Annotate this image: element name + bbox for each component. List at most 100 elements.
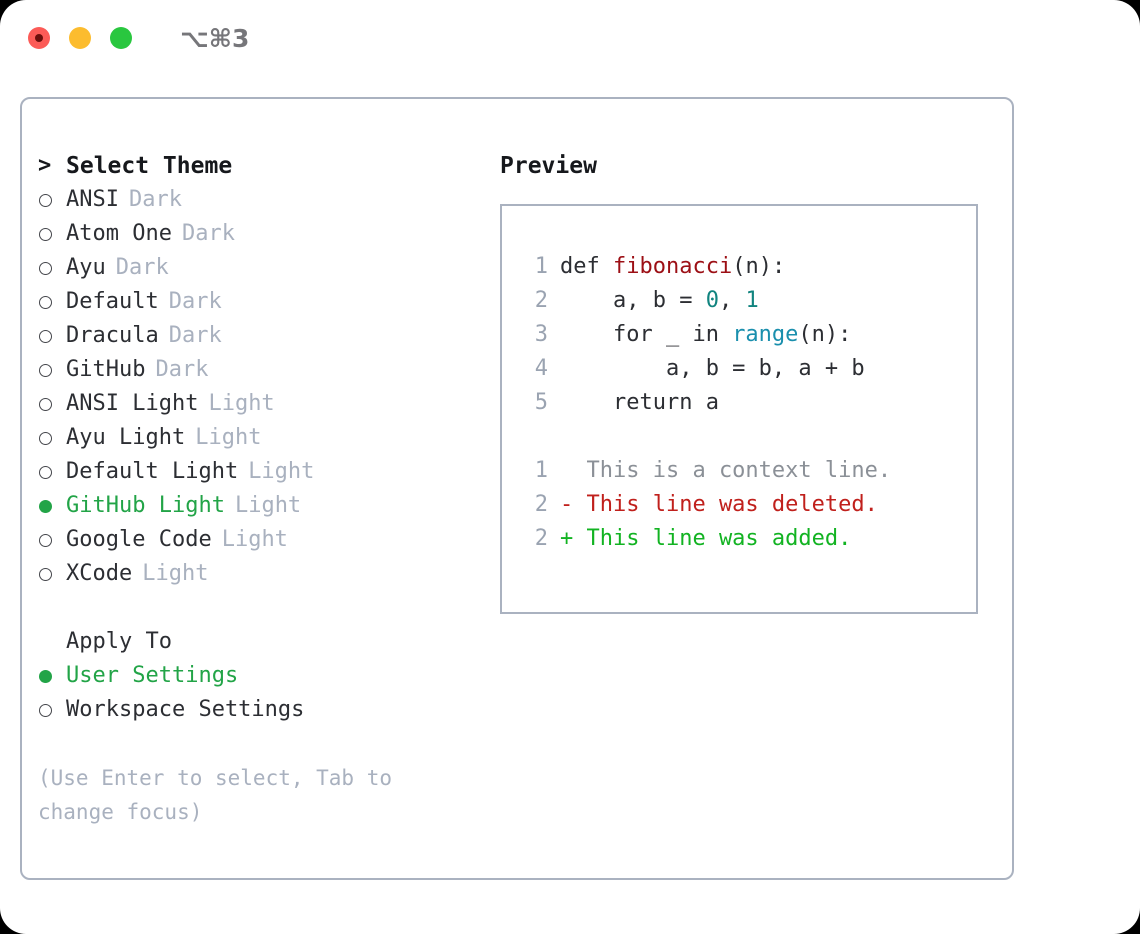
line-number: 5 <box>534 390 548 415</box>
keyboard-shortcut-label: ⌥⌘3 <box>180 23 250 53</box>
radio-unselected-icon <box>38 251 66 285</box>
diff-line-content: This is a context line. <box>560 458 892 483</box>
title-bar: ⌥⌘3 <box>0 0 1140 76</box>
theme-name-label: Default Light <box>66 459 239 484</box>
theme-name-label: XCode <box>66 561 133 586</box>
line-number: 2 <box>534 526 548 551</box>
code-line-content: for _ in range(n): <box>560 318 851 352</box>
code-token: a, b = b, a + b <box>560 356 865 381</box>
diff-line: 2 - This line was deleted. <box>502 488 976 522</box>
theme-list-item[interactable]: Dracula Dark <box>38 319 478 353</box>
code-diff-gap <box>502 420 976 454</box>
line-number: 4 <box>534 356 548 381</box>
theme-variant-badge: Light <box>195 425 262 450</box>
bullet-hollow-icon <box>39 295 52 309</box>
code-line-content: a, b = b, a + b <box>560 352 865 386</box>
line-number: 2 <box>534 492 548 517</box>
theme-name-label: ANSI <box>66 187 119 212</box>
theme-name-label: Default <box>66 289 159 314</box>
theme-name-label: ANSI Light <box>66 391 199 416</box>
apply-to-item[interactable]: User Settings <box>38 659 478 693</box>
theme-list-item[interactable]: GitHub Light Light <box>38 489 478 523</box>
maximize-button[interactable] <box>110 27 132 49</box>
radio-unselected-icon <box>38 455 66 489</box>
bullet-hollow-icon <box>39 329 52 343</box>
theme-name-label: Ayu <box>66 255 106 280</box>
window-controls <box>28 27 132 49</box>
line-number: 1 <box>534 254 548 279</box>
code-token: (n): <box>798 322 852 347</box>
preview-title: Preview <box>500 153 597 179</box>
diff-line: 1 This is a context line. <box>502 454 976 488</box>
bullet-hollow-icon <box>39 465 52 479</box>
help-hint-text: (Use Enter to select, Tab to change focu… <box>38 766 405 824</box>
theme-list-item[interactable]: XCode Light <box>38 557 478 591</box>
minimize-button[interactable] <box>69 27 91 49</box>
code-line: 3 for _ in range(n): <box>502 318 976 352</box>
bullet-filled-icon <box>39 669 52 683</box>
code-line-content: def fibonacci(n): <box>560 250 785 284</box>
theme-variant-badge: Light <box>142 561 209 586</box>
bullet-hollow-icon <box>39 431 52 445</box>
theme-variant-badge: Dark <box>181 221 235 246</box>
diff-line-content: - This line was deleted. <box>560 492 878 517</box>
code-token: , <box>718 288 746 313</box>
code-token: def <box>560 254 613 279</box>
apply-to-item[interactable]: Workspace Settings <box>38 693 478 727</box>
radio-unselected-icon <box>38 557 66 591</box>
code-token: (n): <box>732 254 786 279</box>
line-number: 1 <box>534 458 548 483</box>
theme-list-item[interactable]: Ayu Light Light <box>38 421 478 455</box>
radio-unselected-icon <box>38 523 66 557</box>
radio-unselected-icon <box>38 319 66 353</box>
line-number: 2 <box>534 288 548 313</box>
bullet-filled-icon <box>39 499 52 513</box>
theme-list-item[interactable]: GitHub Dark <box>38 353 478 387</box>
radio-unselected-icon <box>38 693 66 727</box>
radio-unselected-icon <box>38 353 66 387</box>
radio-unselected-icon <box>38 183 66 217</box>
close-button[interactable] <box>28 27 50 49</box>
theme-variant-badge: Light <box>221 527 288 552</box>
theme-name-label: Dracula <box>66 323 159 348</box>
diff-line-content: + This line was added. <box>560 526 852 551</box>
code-token: 0 <box>705 288 719 313</box>
diff-sample: 1 This is a context line. 2 - This line wa… <box>502 454 976 556</box>
code-line-content: return a <box>560 386 719 420</box>
cursor-marker: > <box>38 153 52 178</box>
code-token: fibonacci <box>612 254 733 279</box>
bullet-hollow-icon <box>39 193 52 207</box>
code-token: for _ in <box>560 322 733 347</box>
code-token: range <box>732 322 799 347</box>
theme-variant-badge: Light <box>208 391 275 416</box>
bullet-hollow-icon <box>39 261 52 275</box>
theme-list-item[interactable]: ANSI Light Light <box>38 387 478 421</box>
theme-variant-badge: Dark <box>168 323 222 348</box>
radio-unselected-icon <box>38 387 66 421</box>
theme-name-label: GitHub <box>66 357 146 382</box>
bullet-hollow-icon <box>39 227 52 241</box>
code-line: 1 def fibonacci(n): <box>502 250 976 284</box>
theme-name-label: GitHub Light <box>66 493 225 518</box>
theme-name-label: Ayu Light <box>66 425 186 450</box>
apply-to-header: Apply To <box>66 629 172 654</box>
bullet-hollow-icon <box>39 533 52 547</box>
radio-unselected-icon <box>38 421 66 455</box>
radio-selected-icon <box>38 659 66 693</box>
bullet-hollow-icon <box>39 567 52 581</box>
theme-variant-badge: Light <box>234 493 302 518</box>
code-token: return a <box>560 390 719 415</box>
theme-variant-badge: Dark <box>155 357 209 382</box>
